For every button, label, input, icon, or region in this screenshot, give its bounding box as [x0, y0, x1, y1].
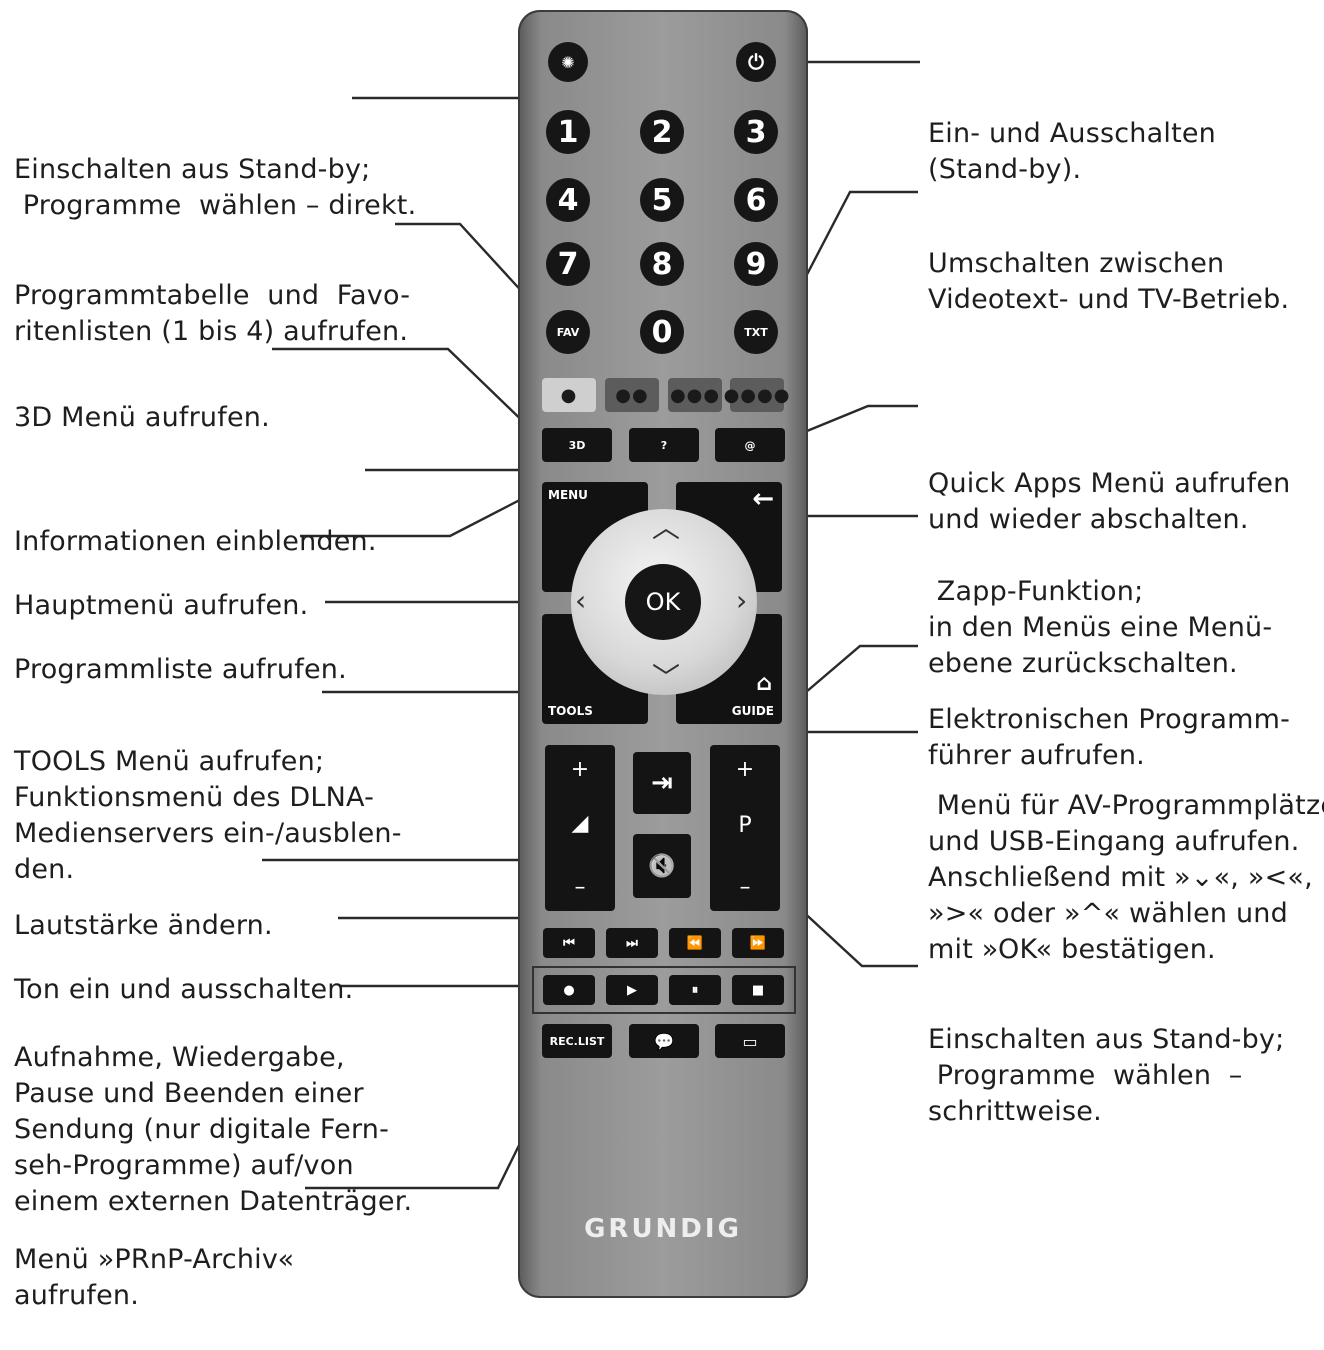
rewind-button[interactable]: ⏪: [669, 928, 721, 958]
vol-plus: +: [570, 757, 590, 782]
light-button[interactable]: ✺: [548, 42, 588, 82]
mute-icon: 🔇: [648, 853, 676, 879]
label-guide: Elektronischen Programm-führer aufrufen.: [928, 704, 1291, 771]
skip-forward-button[interactable]: ⏭: [606, 928, 658, 958]
source-button[interactable]: ⇥: [633, 752, 691, 814]
3d-button[interactable]: 3D: [542, 428, 612, 462]
reclist-button[interactable]: REC.LIST: [542, 1024, 612, 1058]
arrow-right-icon[interactable]: ›: [736, 584, 748, 617]
source-icon: ⇥: [651, 768, 673, 798]
volume-icon: ◢: [571, 811, 589, 836]
program-rocker[interactable]: + P –: [710, 745, 780, 911]
grundig-logo: GRUNDIG: [584, 1214, 742, 1244]
label-volume: Lautstärke ändern.: [14, 910, 273, 941]
fav-button[interactable]: FAV: [546, 310, 590, 354]
num-8-button[interactable]: 8: [640, 242, 684, 286]
label-record: Aufnahme, Wiedergabe,Pause und Beenden e…: [14, 1042, 413, 1217]
record-frame: [532, 966, 796, 1014]
stop-button[interactable]: ■: [732, 975, 784, 1005]
home-icon: ⌂: [756, 671, 772, 696]
label-standby-direct: Einschalten aus Stand-by; Programme wähl…: [14, 154, 417, 221]
guide-label: GUIDE: [731, 704, 774, 718]
p-plus: +: [735, 757, 755, 782]
red-button[interactable]: ●: [542, 378, 596, 412]
num-3-button[interactable]: 3: [734, 110, 778, 154]
arrow-down-icon[interactable]: ﹀: [652, 661, 681, 694]
num-9-button[interactable]: 9: [734, 242, 778, 286]
label-zapp: Zapp-Funktion;in den Menüs eine Menü-ebe…: [928, 576, 1273, 679]
skip-back-button[interactable]: ⏮: [543, 928, 595, 958]
menu-label: MENU: [548, 488, 588, 502]
light-icon: ✺: [561, 52, 575, 72]
yellow-button[interactable]: ●●●: [668, 378, 722, 412]
info-button[interactable]: ?: [629, 428, 699, 462]
p-label: P: [738, 813, 752, 838]
label-power: Ein- und Ausschalten(Stand-by).: [928, 118, 1216, 185]
arrow-left-icon[interactable]: ‹: [575, 584, 587, 617]
label-3d: 3D Menü aufrufen.: [14, 402, 270, 433]
arrow-up-icon[interactable]: ︿: [652, 511, 681, 544]
label-proglist: Programmliste aufrufen.: [14, 654, 347, 685]
volume-rocker[interactable]: + ◢ –: [545, 745, 615, 911]
vol-minus: –: [574, 875, 586, 900]
power-button[interactable]: ⏻: [736, 42, 776, 82]
record-button[interactable]: ●: [543, 975, 595, 1005]
label-standby-step: Einschalten aus Stand-by; Programme wähl…: [928, 1024, 1285, 1127]
speech-bubble-icon: 💬: [654, 1031, 674, 1051]
label-mute: Ton ein und ausschalten.: [14, 974, 354, 1005]
subtitle-icon: ▭: [742, 1031, 758, 1051]
num-2-button[interactable]: 2: [640, 110, 684, 154]
ok-button[interactable]: OK: [625, 564, 701, 640]
back-icon: ←: [752, 484, 774, 514]
num-0-button[interactable]: 0: [640, 310, 684, 354]
mute-button[interactable]: 🔇: [633, 834, 691, 898]
num-7-button[interactable]: 7: [546, 242, 590, 286]
p-minus: –: [739, 875, 751, 900]
fast-forward-button[interactable]: ⏩: [732, 928, 784, 958]
label-prnp: Menü »PRnP-Archiv«aufrufen.: [14, 1244, 295, 1311]
pause-button[interactable]: ⏸: [669, 975, 721, 1005]
label-tools: TOOLS Menü aufrufen;Funktionsmenü des DL…: [14, 746, 402, 885]
play-button[interactable]: ▶: [606, 975, 658, 1005]
num-6-button[interactable]: 6: [734, 178, 778, 222]
apps-button[interactable]: @: [715, 428, 785, 462]
tools-label: TOOLS: [548, 704, 593, 718]
green-button[interactable]: ●●: [605, 378, 659, 412]
label-fav: Programmtabelle und Favo-ritenlisten (1 …: [14, 280, 411, 347]
txt-button[interactable]: TXT: [734, 310, 778, 354]
num-1-button[interactable]: 1: [546, 110, 590, 154]
blue-button[interactable]: ●●●●: [724, 378, 789, 412]
num-5-button[interactable]: 5: [640, 178, 684, 222]
subtitle-button[interactable]: ▭: [715, 1024, 785, 1058]
num-4-button[interactable]: 4: [546, 178, 590, 222]
label-info: Informationen einblenden.: [14, 526, 377, 557]
label-mainmenu: Hauptmenü aufrufen.: [14, 590, 309, 621]
voice-button[interactable]: 💬: [629, 1024, 699, 1058]
power-icon: ⏻: [748, 50, 764, 74]
